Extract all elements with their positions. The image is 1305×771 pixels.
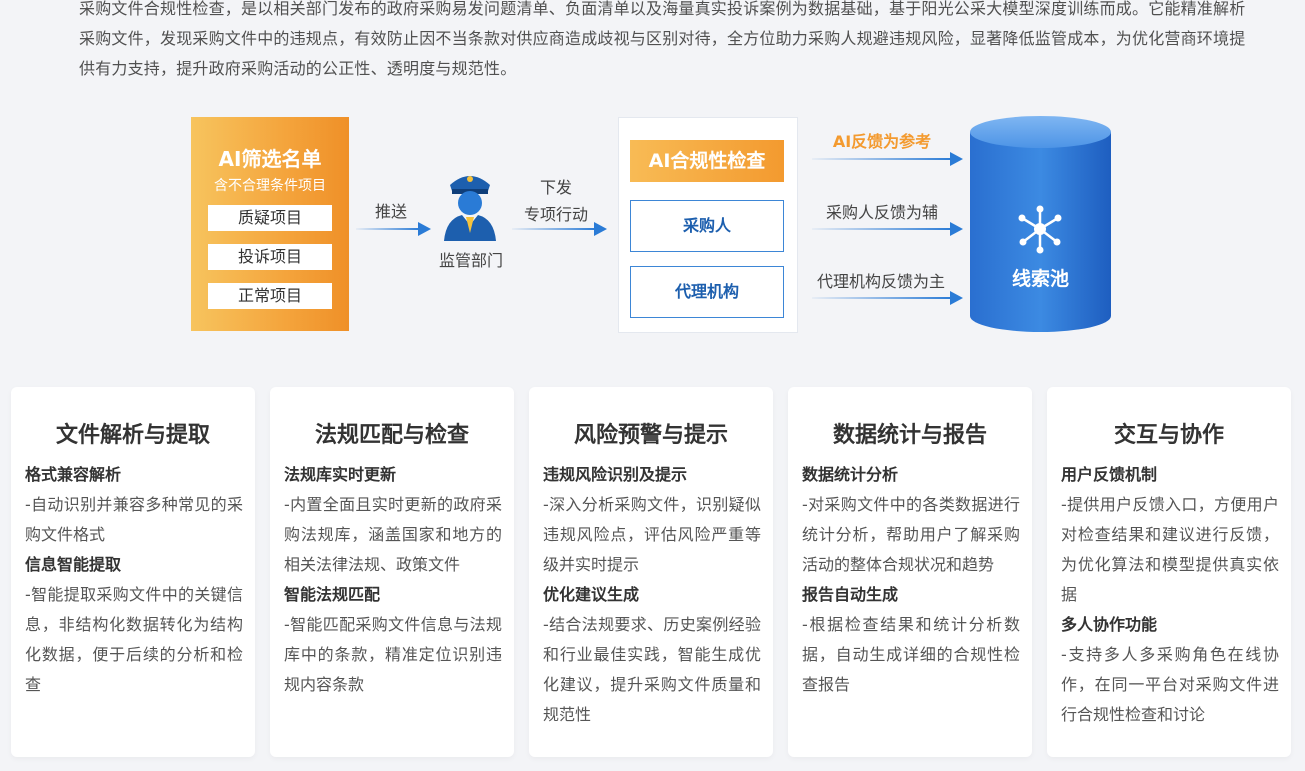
clue-pool-label: 线索池 [1011,268,1069,290]
feedback-agency-arrow-line [812,297,952,299]
ai-screening-title: AI筛选名单 [218,147,322,171]
feature-card-risk-warning: 风险预警与提示 违规风险识别及提示 -深入分析采购文件，识别疑似违规风险点，评估… [529,387,773,757]
card-section-text: -深入分析采购文件，识别疑似违规风险点，评估风险严重等级并实时提示 [543,495,761,574]
push-label: 推送 [374,202,407,221]
card-title: 风险预警与提示 [573,423,728,448]
feedback-purchaser-arrow-head [950,222,963,236]
card-section-text: -智能匹配采购文件信息与法规库中的条款，精准定位识别违规内容条款 [284,615,502,694]
card-section-heading: 格式兼容解析 [25,465,122,484]
card-section-heading: 用户反馈机制 [1061,465,1158,484]
regulator-label: 监管部门 [438,251,503,270]
card-section-heading: 报告自动生成 [802,585,899,604]
card-title: 法规匹配与检查 [314,423,469,448]
dispatch-arrow-line [512,228,596,230]
feature-card-regulation-matching: 法规匹配与检查 法规库实时更新 -内置全面且实时更新的政府采购法规库，涵盖国家和… [270,387,514,757]
card-section-heading: 优化建议生成 [543,585,640,604]
officer-icon [444,176,496,241]
check-item-purchaser: 采购人 [630,200,784,252]
feedback-ai-label: AI反馈为参考 [832,132,932,151]
card-title: 数据统计与报告 [832,423,987,448]
workflow-diagram: AI筛选名单 含不合理条件项目 质疑项目 投诉项目 正常项目 推送 监管部门 下… [0,0,1305,380]
screen-item-query: 质疑项目 [208,205,332,231]
card-section-text: -自动识别并兼容多种常见的采购文件格式 [25,495,243,544]
card-section-text: -内置全面且实时更新的政府采购法规库，涵盖国家和地方的相关法律法规、政策文件 [284,495,502,574]
feedback-agency-label: 代理机构反馈为主 [816,272,945,291]
card-section-text: -对采购文件中的各类数据进行统计分析，帮助用户了解采购活动的整体合规状况和趋势 [802,495,1020,574]
feedback-purchaser-arrow-line [812,228,952,230]
card-section-text: -智能提取采购文件中的关键信息，非结构化数据转化为结构化数据，便于后续的分析和检… [25,585,243,694]
card-section-text: -提供用户反馈入口，方便用户对检查结果和建议进行反馈，为优化算法和模型提供真实依… [1061,495,1279,604]
feedback-ai-arrow-head [950,152,963,166]
intro-paragraph: 采购文件合规性检查，是以相关部门发布的政府采购易发问题清单、负面清单以及海量真实… [79,0,1246,78]
card-section-heading: 多人协作功能 [1061,615,1158,634]
card-title: 交互与协作 [1113,423,1224,448]
check-item-agency: 代理机构 [630,266,784,318]
card-section-heading: 违规风险识别及提示 [543,465,688,484]
ai-screening-subtitle: 含不合理条件项目 [214,178,326,194]
feedback-ai-arrow-line [812,158,952,160]
push-arrow-line [356,228,420,230]
card-section-text: -支持多人多采购角色在线协作，在同一平台对采购文件进行合规性检查和讨论 [1061,645,1279,724]
card-section-text: -根据检查结果和统计分析数据，自动生成详细的合规性检查报告 [802,615,1020,694]
ai-screening-box: AI筛选名单 含不合理条件项目 质疑项目 投诉项目 正常项目 [191,117,349,331]
dispatch-arrow-head [594,222,607,236]
card-section-heading: 信息智能提取 [25,555,122,574]
dispatch-label-2: 专项行动 [523,205,588,224]
card-title: 文件解析与提取 [55,423,210,448]
push-arrow-head [418,222,431,236]
card-section-text: -结合法规要求、历史案例经验和行业最佳实践，智能生成优化建议，提升采购文件质量和… [543,615,761,724]
screen-item-normal: 正常项目 [208,283,332,309]
ai-compliance-box: AI合规性检查 采购人 代理机构 [618,117,798,333]
dispatch-label-1: 下发 [539,178,572,197]
clue-pool-cylinder: 线索池 [970,116,1111,332]
feature-card-collaboration: 交互与协作 用户反馈机制 -提供用户反馈入口，方便用户对检查结果和建议进行反馈，… [1047,387,1291,757]
ai-compliance-title: AI合规性检查 [630,140,784,182]
feature-card-file-parsing: 文件解析与提取 格式兼容解析 -自动识别并兼容多种常见的采购文件格式 信息智能提… [11,387,255,757]
feedback-purchaser-label: 采购人反馈为辅 [825,203,938,222]
card-section-heading: 数据统计分析 [802,465,899,484]
network-icon [1018,205,1062,254]
feature-card-data-statistics: 数据统计与报告 数据统计分析 -对采购文件中的各类数据进行统计分析，帮助用户了解… [788,387,1032,757]
card-section-heading: 智能法规匹配 [284,585,381,604]
feedback-agency-arrow-head [950,291,963,305]
card-section-heading: 法规库实时更新 [284,465,397,484]
screen-item-complaint: 投诉项目 [208,244,332,270]
